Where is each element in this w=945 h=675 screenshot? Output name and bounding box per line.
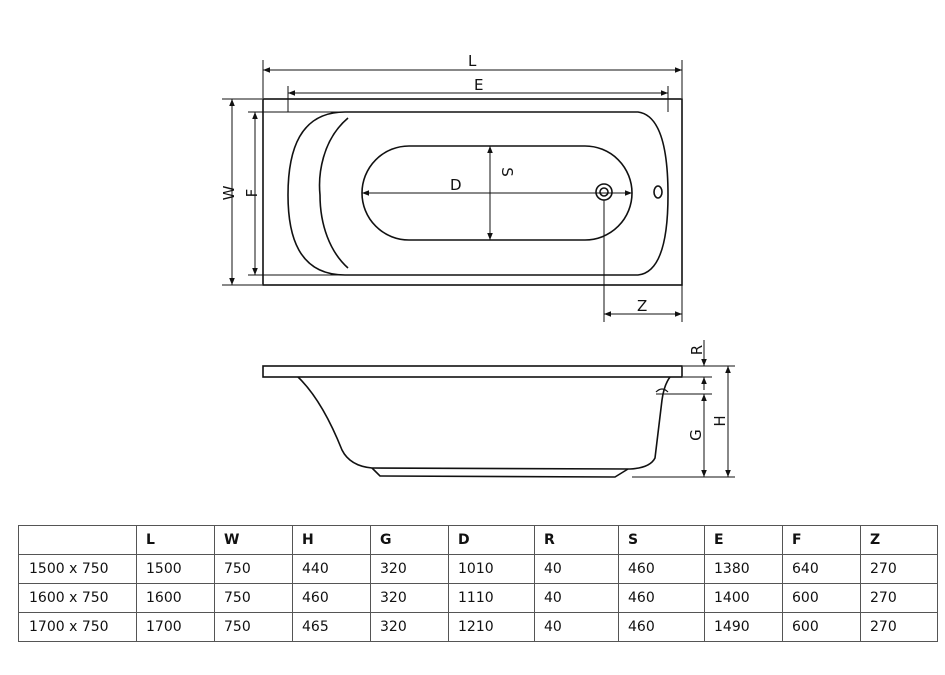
table-cell-model: 1500 x 750 <box>18 554 137 584</box>
table-cell: 270 <box>860 583 938 613</box>
label-G: G <box>687 429 705 441</box>
tub-outer-rim <box>262 98 683 286</box>
table-row: 1700 x 750 1700 750 465 320 1210 40 460 … <box>18 612 938 642</box>
table-cell: 1380 <box>704 554 783 584</box>
table-cell: 465 <box>292 612 371 642</box>
header-cell-D: D <box>448 525 535 555</box>
top-view <box>262 98 683 286</box>
header-cell-F: F <box>782 525 861 555</box>
header-cell-Z: Z <box>860 525 938 555</box>
overflow-profile-icon <box>655 388 669 393</box>
bathtub-technical-drawing: L E W F D S Z R G H <box>220 52 735 478</box>
table-cell: 460 <box>618 612 705 642</box>
side-view-dimensions <box>632 340 735 478</box>
table-header-row: L W H G D R S E F Z <box>18 525 938 555</box>
header-cell-E: E <box>704 525 783 555</box>
dimensions-table: L W H G D R S E F Z 1500 x 750 1500 750 … <box>18 525 938 642</box>
table-cell: 460 <box>292 583 371 613</box>
header-cell-S: S <box>618 525 705 555</box>
table-cell: 1700 <box>136 612 215 642</box>
label-D: D <box>450 176 462 194</box>
table-cell-model: 1600 x 750 <box>18 583 137 613</box>
table-cell: 1110 <box>448 583 535 613</box>
header-cell-H: H <box>292 525 371 555</box>
table-cell: 750 <box>214 612 293 642</box>
table-cell: 600 <box>782 583 861 613</box>
label-L: L <box>468 52 477 70</box>
table-cell: 640 <box>782 554 861 584</box>
table-cell: 440 <box>292 554 371 584</box>
table-cell: 270 <box>860 554 938 584</box>
table-cell: 460 <box>618 554 705 584</box>
table-cell: 1490 <box>704 612 783 642</box>
label-F: F <box>243 189 261 198</box>
header-cell-blank <box>18 525 137 555</box>
top-view-labels: L E W F D S Z <box>220 52 647 315</box>
label-R: R <box>688 345 706 355</box>
table-cell: 1210 <box>448 612 535 642</box>
label-H: H <box>711 415 729 426</box>
header-cell-L: L <box>136 525 215 555</box>
label-E: E <box>474 76 483 94</box>
table-cell: 750 <box>214 583 293 613</box>
label-Z: Z <box>637 297 647 315</box>
tub-backrest-curve <box>318 117 349 269</box>
drain-outer-icon <box>595 183 613 201</box>
table-cell: 320 <box>370 583 449 613</box>
table-cell: 600 <box>782 612 861 642</box>
table-cell-model: 1700 x 750 <box>18 612 137 642</box>
table-cell: 270 <box>860 612 938 642</box>
table-cell: 460 <box>618 583 705 613</box>
table-cell: 1400 <box>704 583 783 613</box>
table-cell: 40 <box>534 583 619 613</box>
table-row: 1600 x 750 1600 750 460 320 1110 40 460 … <box>18 583 938 613</box>
tub-rim-profile <box>262 365 683 378</box>
side-view-labels: R G H <box>687 345 729 441</box>
overflow-icon <box>653 185 663 199</box>
side-view <box>262 365 683 478</box>
label-S: S <box>498 167 516 177</box>
top-view-dimensions <box>222 60 683 322</box>
table-cell: 750 <box>214 554 293 584</box>
table-cell: 40 <box>534 612 619 642</box>
header-cell-R: R <box>534 525 619 555</box>
header-cell-G: G <box>370 525 449 555</box>
label-W: W <box>220 185 238 200</box>
table-row: 1500 x 750 1500 750 440 320 1010 40 460 … <box>18 554 938 584</box>
table-cell: 1010 <box>448 554 535 584</box>
tub-body-profile <box>297 376 671 470</box>
table-cell: 1600 <box>136 583 215 613</box>
table-cell: 40 <box>534 554 619 584</box>
table-cell: 1500 <box>136 554 215 584</box>
table-cell: 320 <box>370 612 449 642</box>
header-cell-W: W <box>214 525 293 555</box>
drain-inner-icon <box>599 187 609 197</box>
table-cell: 320 <box>370 554 449 584</box>
tub-feet-profile <box>371 467 629 478</box>
